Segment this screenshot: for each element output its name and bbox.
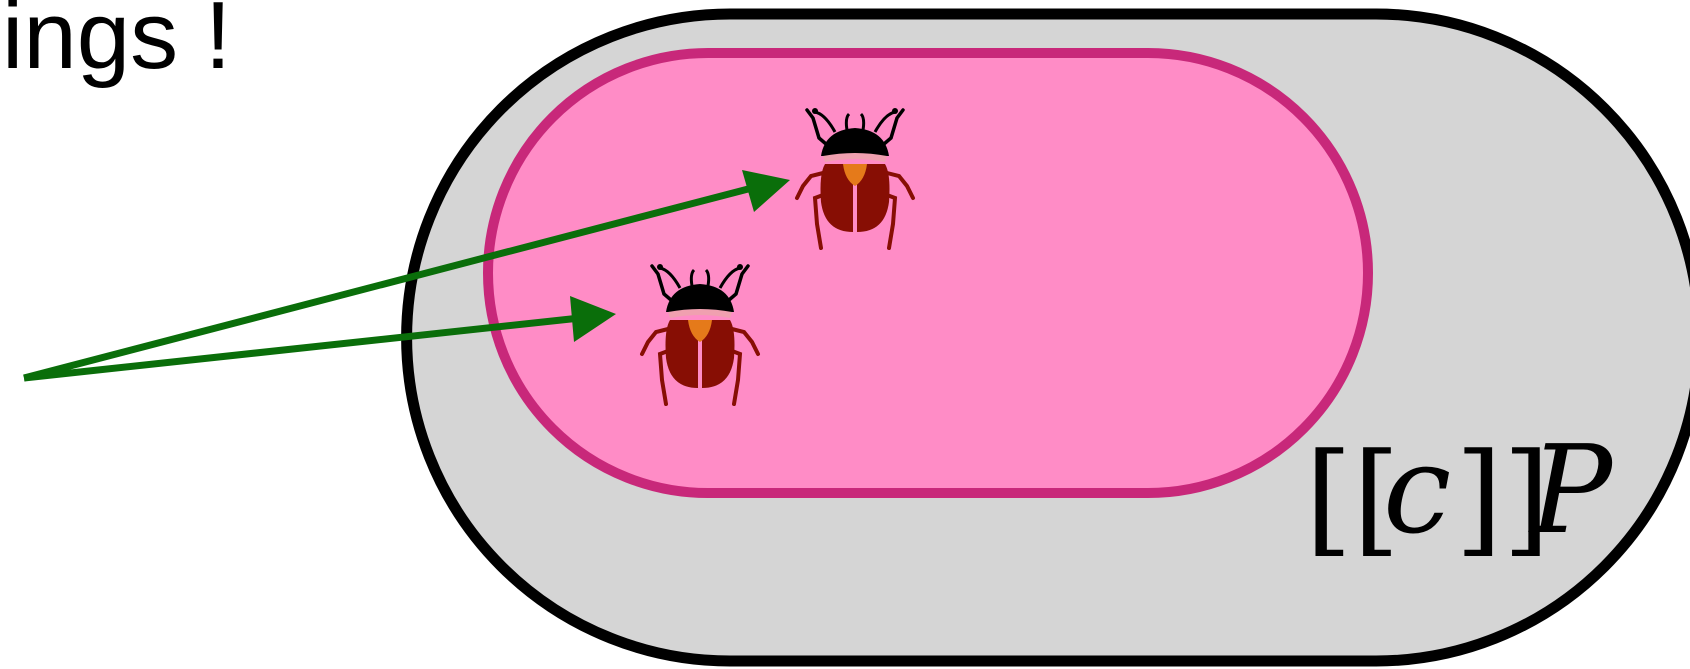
label-suffix: P [1528,419,1614,561]
inner-region [488,53,1368,493]
label-variable: c [1383,419,1451,561]
heading-text: ings ! [2,0,231,89]
